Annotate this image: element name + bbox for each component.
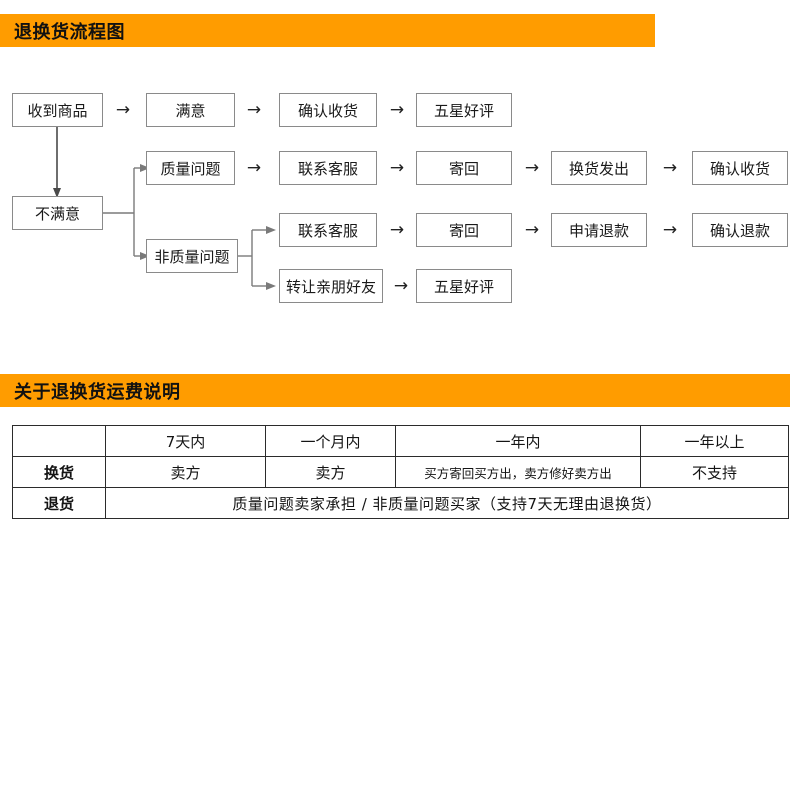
- arrow-refund-to-confirm-refund: →: [659, 213, 681, 247]
- arrow-confirm-to-fivestar: →: [386, 93, 408, 127]
- arrow-service2-to-sendback-2: →: [386, 213, 408, 247]
- table-rowhead-exchange: 换货: [12, 456, 106, 488]
- node-contact-service-1-label: 联系客服: [297, 159, 358, 178]
- node-transfer-to-friends[interactable]: 转让亲朋好友: [279, 269, 383, 303]
- arrow-received-to-satisfied: →: [112, 93, 134, 127]
- arrow-glyph: →: [389, 219, 405, 240]
- node-send-back-1-label: 寄回: [448, 159, 479, 178]
- table-row-return: 退货 质量问题卖家承担 / 非质量问题买家（支持7天无理由退换货）: [12, 487, 789, 519]
- table-row-exchange: 换货 卖方 卖方 买方寄回买方出，卖方修好卖方出 不支持: [12, 456, 789, 488]
- node-apply-refund-label: 申请退款: [568, 221, 629, 240]
- node-unsatisfied-label: 不满意: [34, 204, 80, 223]
- shipping-fee-table: 7天内 一个月内 一年内 一年以上 换货 卖方 卖方 买方寄回买方出，卖方修好卖…: [12, 425, 789, 519]
- fee-section-header: 关于退换货运费说明: [0, 374, 790, 407]
- table-corner-cell: [12, 425, 106, 457]
- arrow-glyph: →: [246, 99, 262, 120]
- node-contact-service-2[interactable]: 联系客服: [279, 213, 377, 247]
- node-confirm-refund[interactable]: 确认退款: [692, 213, 788, 247]
- node-confirm-receipt-row2-label: 确认收货: [709, 159, 770, 178]
- node-confirm-refund-label: 确认退款: [709, 221, 770, 240]
- table-header-row: 7天内 一个月内 一年内 一年以上: [12, 425, 789, 457]
- flowchart-section-header: 退换货流程图: [0, 14, 655, 47]
- node-confirm-receipt-top[interactable]: 确认收货: [279, 93, 377, 127]
- node-apply-refund[interactable]: 申请退款: [551, 213, 647, 247]
- cell-exchange-1year: 买方寄回买方出，卖方修好卖方出: [395, 456, 641, 488]
- node-send-back-1[interactable]: 寄回: [416, 151, 512, 185]
- node-five-star-top-label: 五星好评: [433, 101, 494, 120]
- node-satisfied[interactable]: 满意: [146, 93, 235, 127]
- table-col-header-1year: 一年内: [395, 425, 641, 457]
- table-col-header-over1year: 一年以上: [640, 425, 789, 457]
- flowchart-section-title: 退换货流程图: [14, 21, 125, 43]
- node-confirm-receipt-row2[interactable]: 确认收货: [692, 151, 788, 185]
- node-five-star-top[interactable]: 五星好评: [416, 93, 512, 127]
- arrow-glyph: →: [393, 275, 409, 296]
- flowchart-connectors: [0, 0, 800, 360]
- node-non-quality-issue[interactable]: 非质量问题: [146, 239, 238, 273]
- node-contact-service-1[interactable]: 联系客服: [279, 151, 377, 185]
- cell-return-note: 质量问题卖家承担 / 非质量问题买家（支持7天无理由退换货）: [105, 487, 789, 519]
- arrow-glyph: →: [524, 157, 540, 178]
- arrow-quality-to-service: →: [243, 151, 265, 185]
- node-quality-issue-label: 质量问题: [160, 159, 221, 178]
- node-five-star-bottom[interactable]: 五星好评: [416, 269, 512, 303]
- node-unsatisfied[interactable]: 不满意: [12, 196, 103, 230]
- node-confirm-receipt-top-label: 确认收货: [297, 101, 358, 120]
- cell-exchange-7days: 卖方: [105, 456, 266, 488]
- node-transfer-to-friends-label: 转让亲朋好友: [285, 277, 376, 296]
- cell-exchange-1month: 卖方: [265, 456, 396, 488]
- table-rowhead-return: 退货: [12, 487, 106, 519]
- arrow-glyph: →: [524, 219, 540, 240]
- table-col-header-1month: 一个月内: [265, 425, 396, 457]
- arrow-glyph: →: [662, 219, 678, 240]
- arrow-glyph: →: [389, 157, 405, 178]
- node-send-back-2-label: 寄回: [448, 221, 479, 240]
- node-received[interactable]: 收到商品: [12, 93, 103, 127]
- arrow-sendback2-to-refund: →: [521, 213, 543, 247]
- arrow-satisfied-to-confirm: →: [243, 93, 265, 127]
- arrow-glyph: →: [662, 157, 678, 178]
- node-five-star-bottom-label: 五星好评: [433, 277, 494, 296]
- arrow-exchange-to-confirm: →: [659, 151, 681, 185]
- node-exchange-sent[interactable]: 换货发出: [551, 151, 647, 185]
- node-received-label: 收到商品: [27, 101, 88, 120]
- returns-flowchart: 收到商品 → 满意 → 确认收货 → 五星好评 不满意 质量问题 → 联系客服 …: [0, 0, 800, 360]
- node-contact-service-2-label: 联系客服: [297, 221, 358, 240]
- arrow-transfer-to-fivestar: →: [390, 269, 412, 303]
- table-col-header-7days: 7天内: [105, 425, 266, 457]
- arrow-glyph: →: [389, 99, 405, 120]
- node-non-quality-issue-label: 非质量问题: [154, 247, 230, 266]
- arrow-sendback-to-exchange: →: [521, 151, 543, 185]
- node-exchange-sent-label: 换货发出: [568, 159, 629, 178]
- node-quality-issue[interactable]: 质量问题: [146, 151, 235, 185]
- node-send-back-2[interactable]: 寄回: [416, 213, 512, 247]
- arrow-glyph: →: [115, 99, 131, 120]
- arrow-glyph: →: [246, 157, 262, 178]
- node-satisfied-label: 满意: [175, 101, 206, 120]
- cell-exchange-over1year: 不支持: [640, 456, 789, 488]
- arrow-service-to-sendback-1: →: [386, 151, 408, 185]
- fee-section-title: 关于退换货运费说明: [14, 381, 181, 403]
